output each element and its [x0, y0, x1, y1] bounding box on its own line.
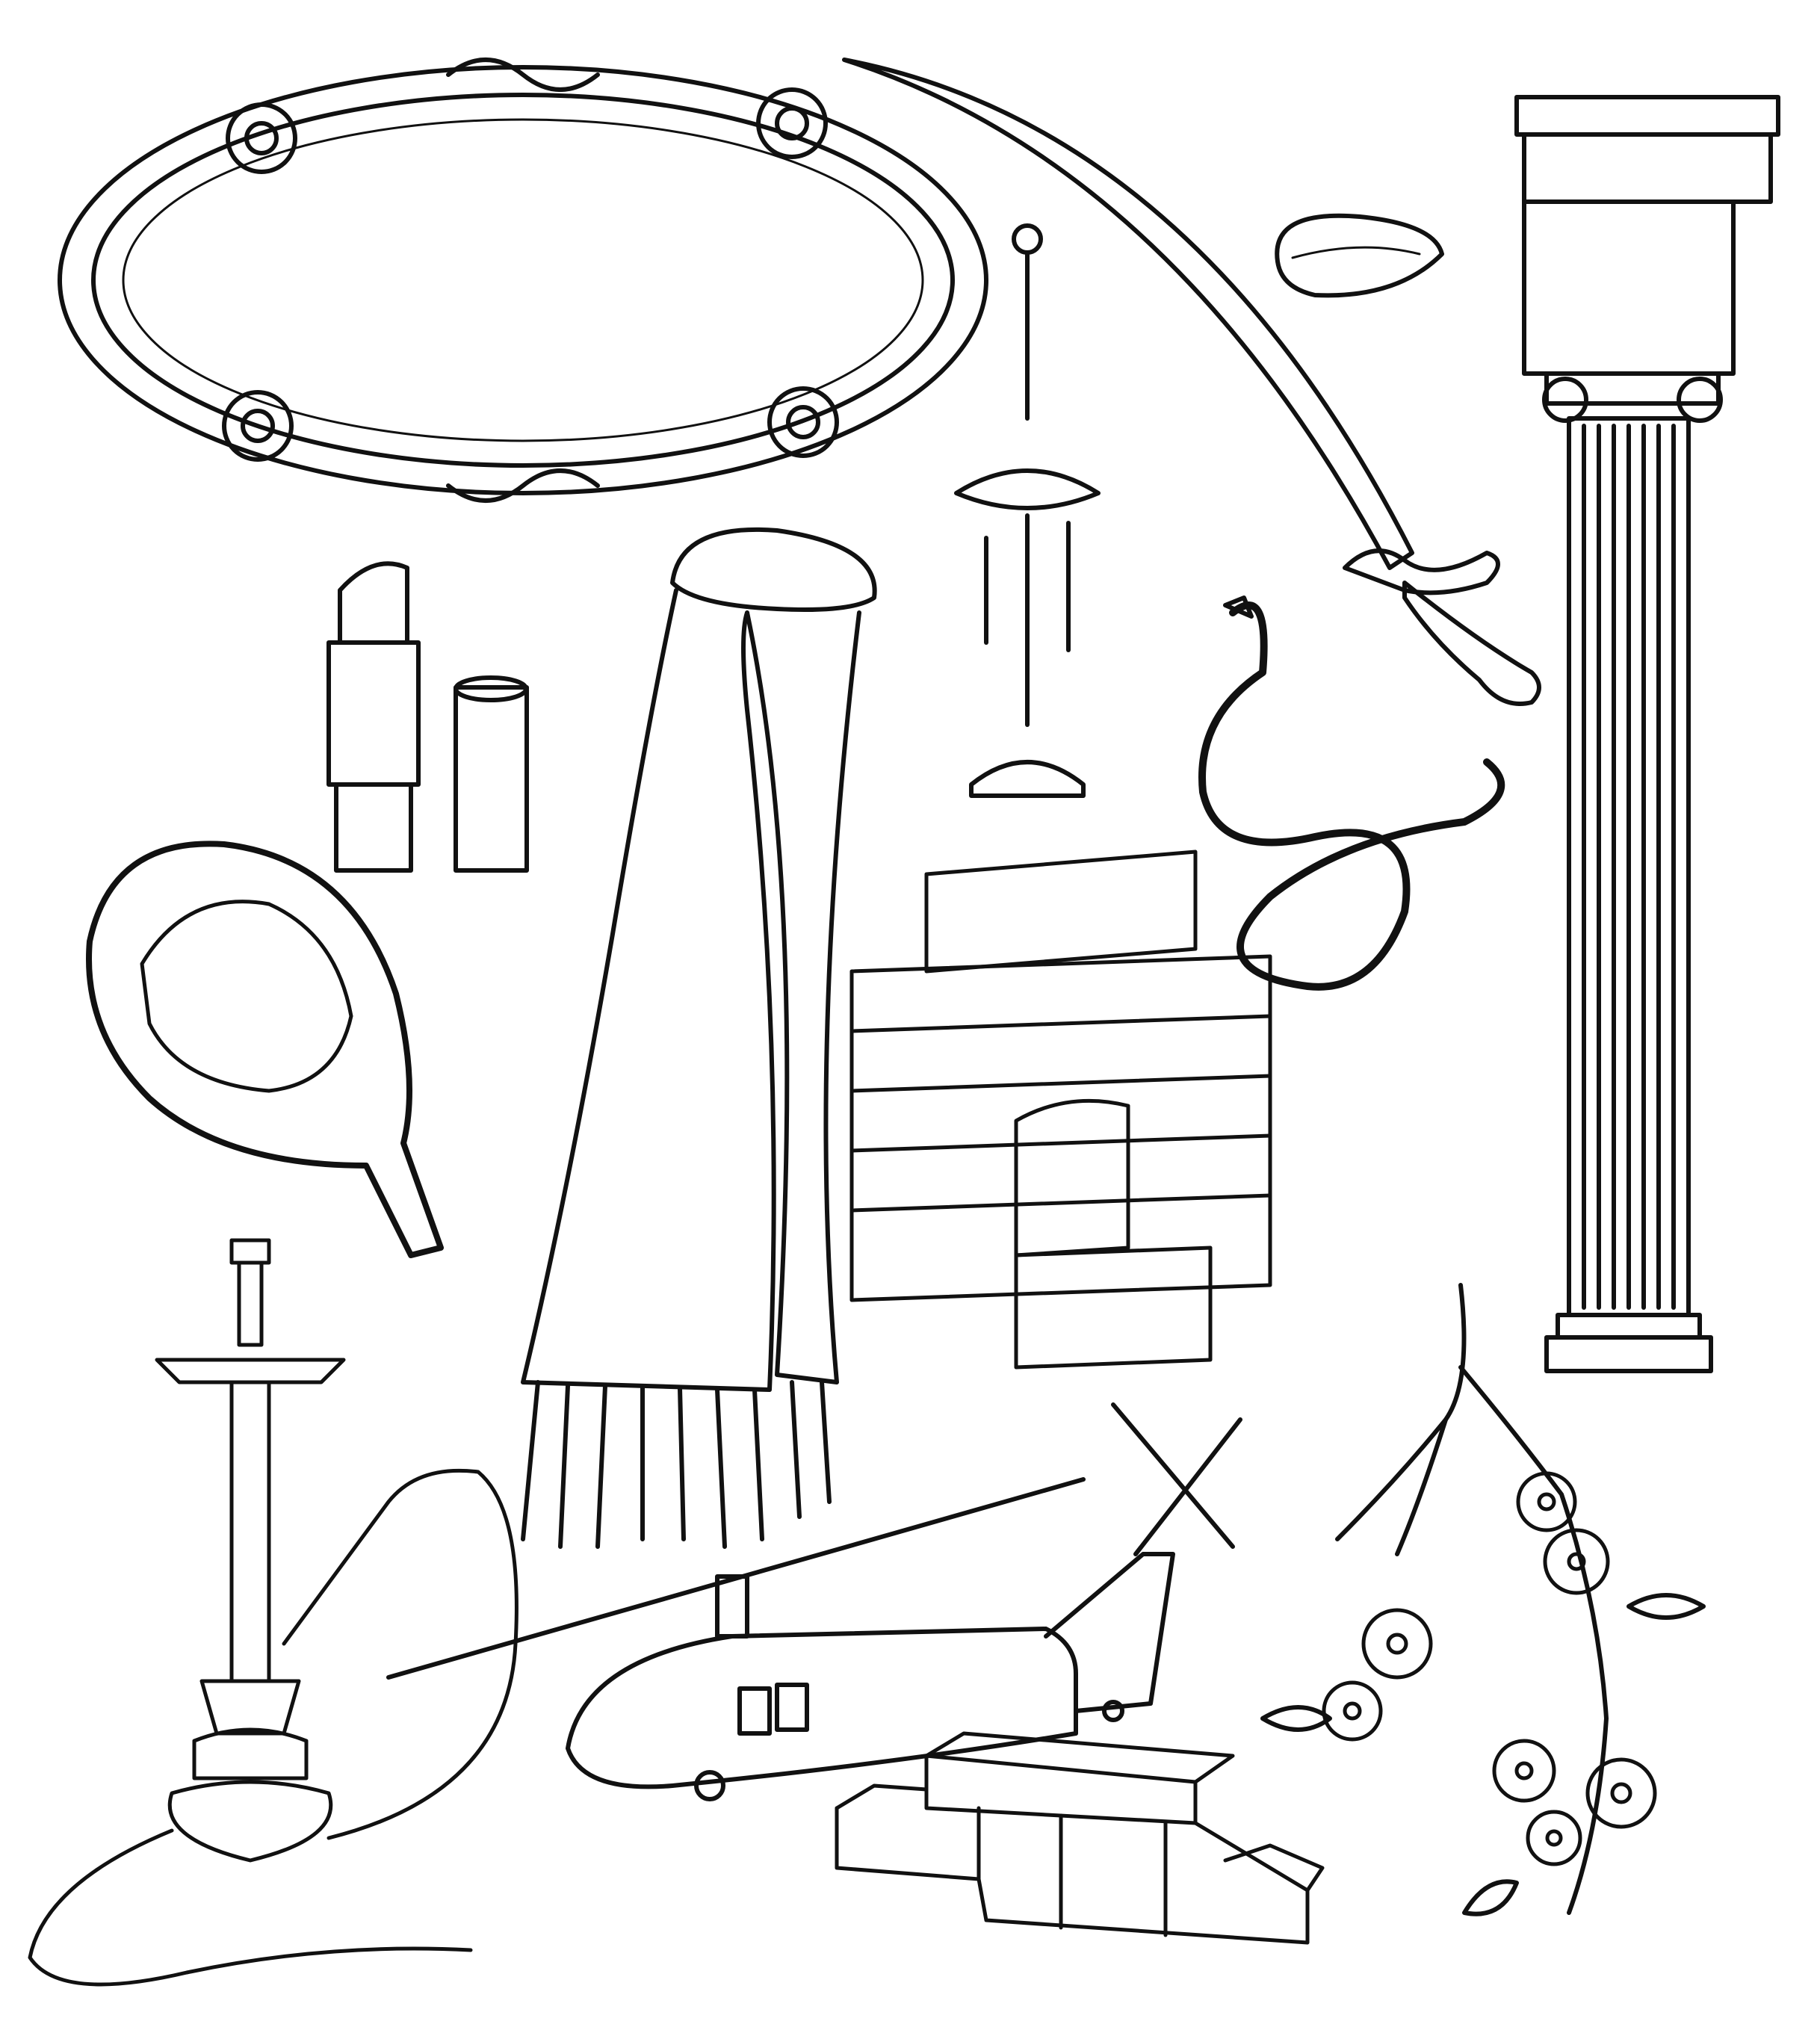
cinder-blocks-icon [835, 1731, 1325, 1945]
ornate-oval-frame-icon [58, 58, 988, 503]
ionic-column-icon [1514, 95, 1780, 1373]
hookah-icon [28, 1238, 519, 1987]
helicopter-icon [386, 1402, 1242, 1801]
oil-lamp-icon [954, 223, 1101, 798]
blossom-branch-icon [1260, 1283, 1706, 1916]
fig-icon [86, 841, 444, 1258]
brick-oven-icon [849, 850, 1272, 1370]
turban-scarf-icon [521, 527, 877, 1549]
almond-icon [1275, 213, 1444, 298]
snake-icon [1198, 595, 1505, 991]
scimitar-icon [842, 58, 1541, 706]
lipstick-icon [326, 561, 529, 873]
